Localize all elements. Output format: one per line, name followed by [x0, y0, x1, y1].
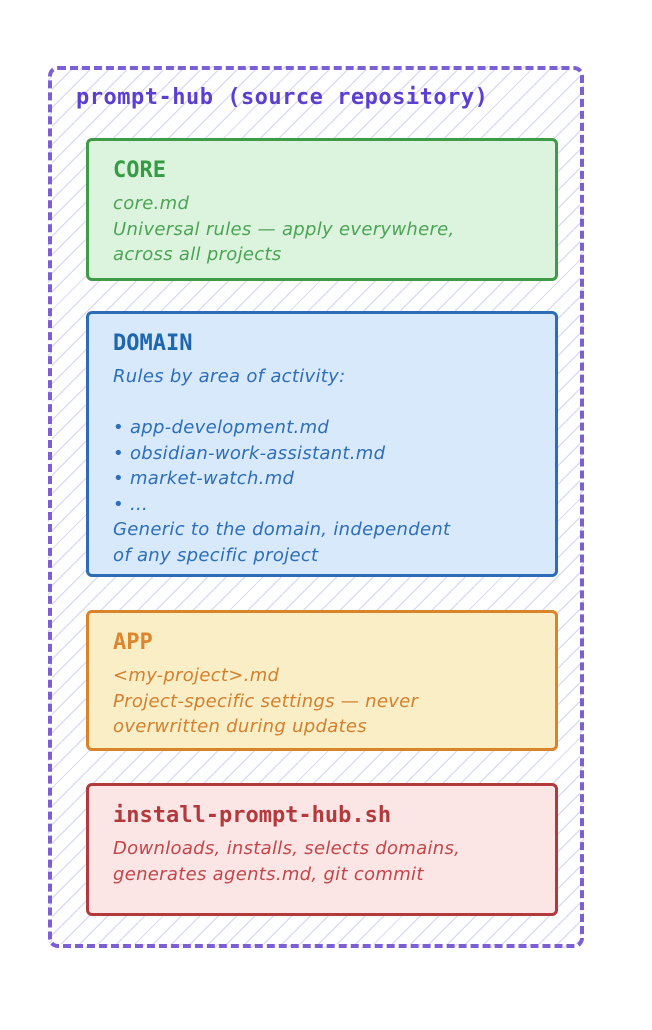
domain-box-description: Rules by area of activity: • app-develop… — [113, 366, 451, 566]
installer-box-title: install-prompt-hub.sh — [113, 803, 392, 828]
domain-box-title: DOMAIN — [113, 331, 193, 356]
installer-box-description: Downloads, installs, selects domains, ge… — [113, 838, 461, 885]
core-box-description: core.md Universal rules — apply everywhe… — [113, 193, 455, 265]
core-box-title: CORE — [113, 158, 166, 183]
repo-frame: prompt-hub (source repository) CORE core… — [48, 66, 584, 948]
repo-frame-title: prompt-hub (source repository) — [76, 85, 489, 110]
app-box-description: <my-project>.md Project-specific setting… — [113, 665, 419, 737]
core-box: CORE core.md Universal rules — apply eve… — [86, 138, 558, 281]
app-box-title: APP — [113, 630, 153, 655]
installer-box: install-prompt-hub.sh Downloads, install… — [86, 783, 558, 916]
domain-box: DOMAIN Rules by area of activity: • app-… — [86, 311, 558, 577]
app-box: APP <my-project>.md Project-specific set… — [86, 610, 558, 751]
